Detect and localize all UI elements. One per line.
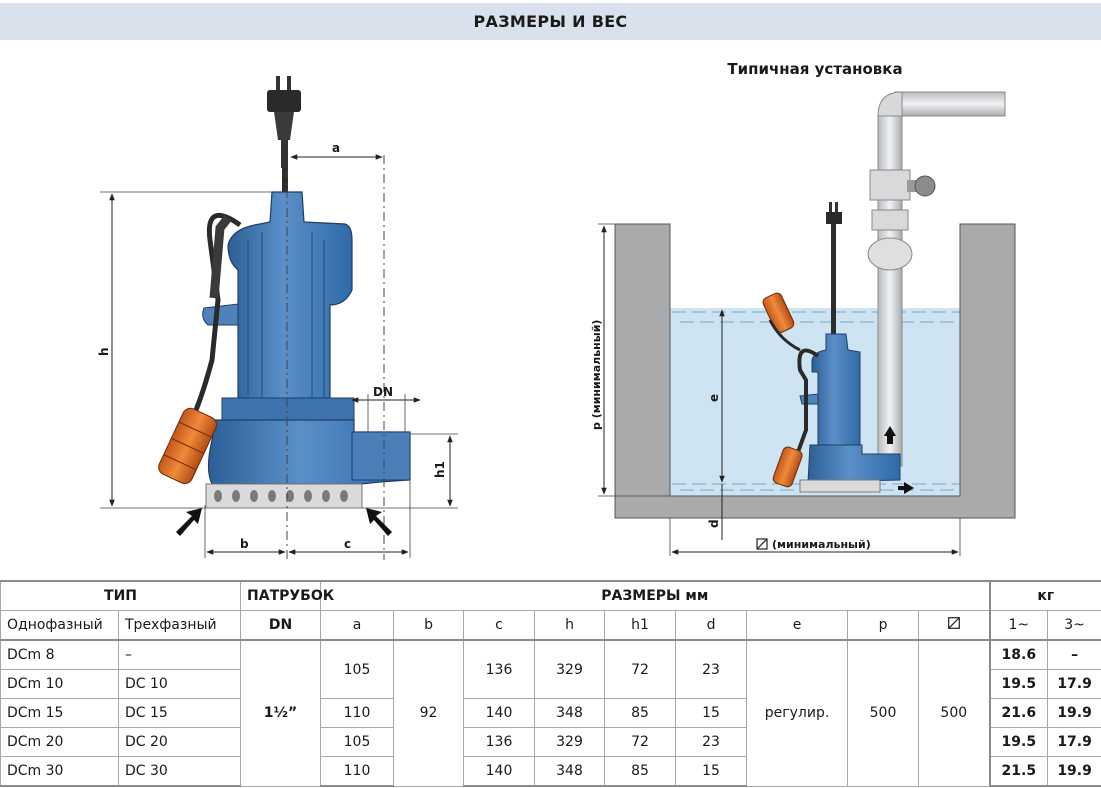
model-single: DCm 20	[0, 727, 119, 757]
cell-c: 136	[463, 727, 536, 757]
diameter-square-icon	[756, 538, 768, 550]
cell-a: 110	[320, 698, 395, 728]
header-type: ТИП	[0, 580, 242, 611]
dim-p-label: p (минимальный)	[590, 320, 603, 430]
cell-a: 110	[320, 756, 395, 787]
header-e: e	[746, 610, 849, 641]
cell-h1: 72	[604, 727, 677, 757]
header-single-phase: Однофазный	[0, 610, 119, 641]
cell-h: 348	[534, 756, 606, 787]
cell-d: 23	[675, 639, 748, 699]
header-dn: DN	[240, 610, 322, 641]
weight-3ph: –	[1047, 639, 1101, 670]
cell-d: 23	[675, 727, 748, 757]
cell-width: 500	[918, 639, 991, 787]
weight-3ph: 17.9	[1047, 727, 1101, 757]
inflow-arrow-icon	[176, 508, 202, 536]
header-width	[918, 610, 991, 641]
weight-3ph: 17.9	[1047, 669, 1101, 699]
cell-d: 15	[675, 698, 748, 728]
weight-1ph: 21.5	[988, 756, 1049, 787]
header-d: d	[675, 610, 748, 641]
plug-icon	[267, 76, 301, 168]
header-a: a	[320, 610, 395, 641]
cell-h: 329	[534, 727, 606, 757]
cell-e: регулир.	[746, 639, 849, 787]
cell-a: 105	[320, 639, 395, 699]
model-three: –	[117, 639, 242, 670]
dim-dn-label: DN	[373, 385, 393, 399]
table-sub-header: Однофазный Трехфазный DN a b c h h1 d e …	[0, 610, 1101, 641]
header-weight: кг	[988, 580, 1101, 611]
spec-table: ТИП ПАТРУБОК РАЗМЕРЫ мм кг Однофазный Тр…	[0, 580, 1101, 787]
cell-h: 329	[534, 639, 606, 699]
cell-h1: 72	[604, 639, 677, 699]
cell-c: 140	[463, 698, 536, 728]
weight-1ph: 19.5	[988, 727, 1049, 757]
diameter-square-icon	[947, 617, 960, 629]
model-three: DC 30	[117, 756, 242, 787]
weight-1ph: 19.5	[988, 669, 1049, 699]
cell-c: 136	[463, 639, 536, 699]
dim-d-label: d	[707, 519, 721, 528]
header-w3: 3~	[1047, 610, 1101, 641]
cell-d: 15	[675, 756, 748, 787]
dim-c-label: c	[344, 537, 351, 551]
weight-3ph: 19.9	[1047, 756, 1101, 787]
installation-title: Типичная установка	[727, 60, 903, 78]
weight-1ph: 18.6	[988, 639, 1049, 670]
header-h: h	[534, 610, 606, 641]
cell-h: 348	[534, 698, 606, 728]
float-switch	[158, 407, 217, 485]
model-three: DC 15	[117, 698, 242, 728]
inflow-arrow-icon	[366, 508, 392, 536]
dim-h1-label: h1	[433, 461, 447, 478]
weight-1ph: 21.6	[988, 698, 1049, 728]
cell-a: 105	[320, 727, 395, 757]
dim-e-label: e	[707, 394, 721, 402]
model-single: DCm 30	[0, 756, 119, 787]
dim-width-label: (минимальный)	[772, 538, 871, 551]
cell-h1: 85	[604, 698, 677, 728]
header-dims: РАЗМЕРЫ мм	[320, 580, 991, 611]
model-three: DC 10	[117, 669, 242, 699]
page-title: РАЗМЕРЫ И ВЕС	[473, 12, 628, 31]
cell-b: 92	[393, 639, 465, 787]
header-port: ПАТРУБОК	[240, 580, 334, 611]
model-three: DC 20	[117, 727, 242, 757]
cell-p: 500	[847, 639, 920, 787]
table-row: DCm 20 DC 20 105 136 329 72 23 19.5 17.9	[0, 727, 1101, 757]
table-row: DCm 8 – 1½” 105 92 136 329 72 23 регулир…	[0, 639, 1101, 787]
header-c: c	[463, 610, 536, 641]
header-h1: h1	[604, 610, 677, 641]
dim-a-label: a	[332, 141, 340, 155]
cell-dn: 1½”	[240, 639, 322, 787]
cell-c: 140	[463, 756, 536, 787]
drawings: a h DN h1 b c	[97, 76, 1016, 560]
table-group-header: ТИП ПАТРУБОК РАЗМЕРЫ мм кг	[0, 580, 1101, 611]
header-p: p	[847, 610, 920, 641]
installation-drawing: p (минимальный) e d (минимальный)	[590, 91, 1016, 556]
header-b: b	[393, 610, 465, 641]
dim-b-label: b	[240, 537, 249, 551]
pump-drawing: a h DN h1 b c	[97, 76, 458, 560]
header-w1: 1~	[988, 610, 1049, 641]
cell-h1: 85	[604, 756, 677, 787]
dim-h-label: h	[97, 347, 111, 356]
model-single: DCm 10	[0, 669, 119, 699]
table-row: DCm 30 DC 30 110 140 348 85 15 21.5 19.9	[0, 756, 1101, 787]
table-row: DCm 15 DC 15 110 140 348 85 15 21.6 19.9	[0, 698, 1101, 728]
header-three-phase: Трехфазный	[117, 610, 242, 641]
model-single: DCm 15	[0, 698, 119, 728]
weight-3ph: 19.9	[1047, 698, 1101, 728]
header-bar: РАЗМЕРЫ И ВЕС	[0, 3, 1101, 40]
model-single: DCm 8	[0, 639, 119, 670]
